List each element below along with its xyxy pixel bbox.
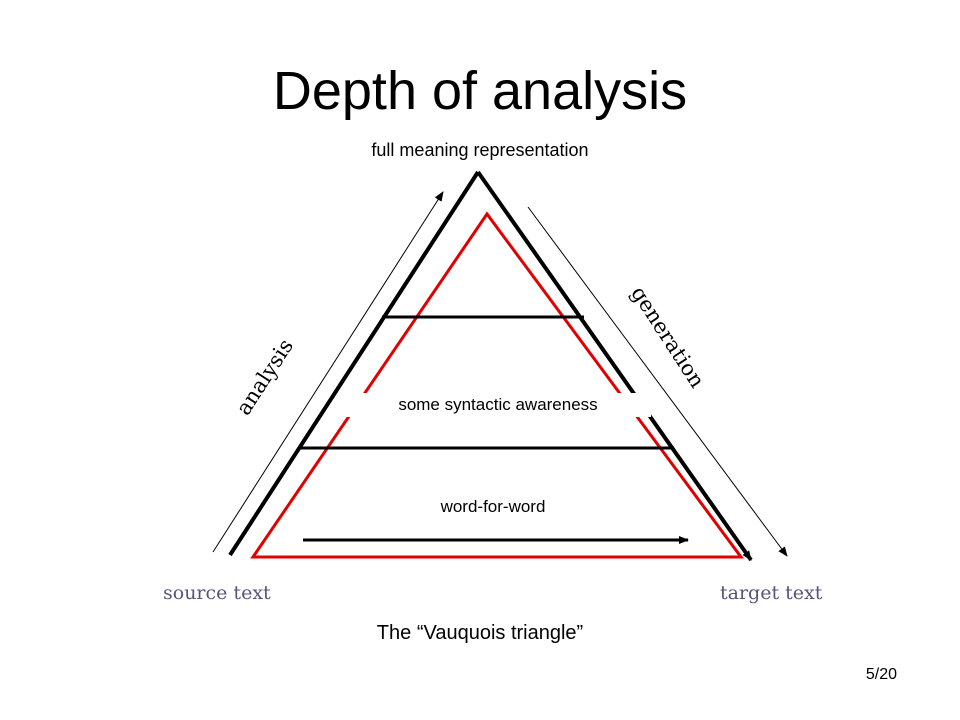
level-label-syntactic: some syntactic awareness: [345, 393, 651, 417]
generation-arrow: [527, 206, 788, 557]
page-number: 5/20: [865, 666, 897, 683]
slide-title: Depth of analysis: [272, 61, 688, 121]
outer-triangle-left-side: [228, 170, 480, 557]
diagram-caption: The “Vauquois triangle”: [376, 622, 584, 644]
base-label-source: source text: [163, 582, 271, 604]
analysis-arrow: [212, 191, 444, 553]
outer-triangle-right-side: [476, 170, 753, 562]
apex-label: full meaning representation: [371, 140, 589, 160]
inner-triangle: [250, 211, 744, 559]
level-label-word-for-word: word-for-word: [440, 497, 546, 516]
base-label-target: target text: [720, 582, 823, 604]
